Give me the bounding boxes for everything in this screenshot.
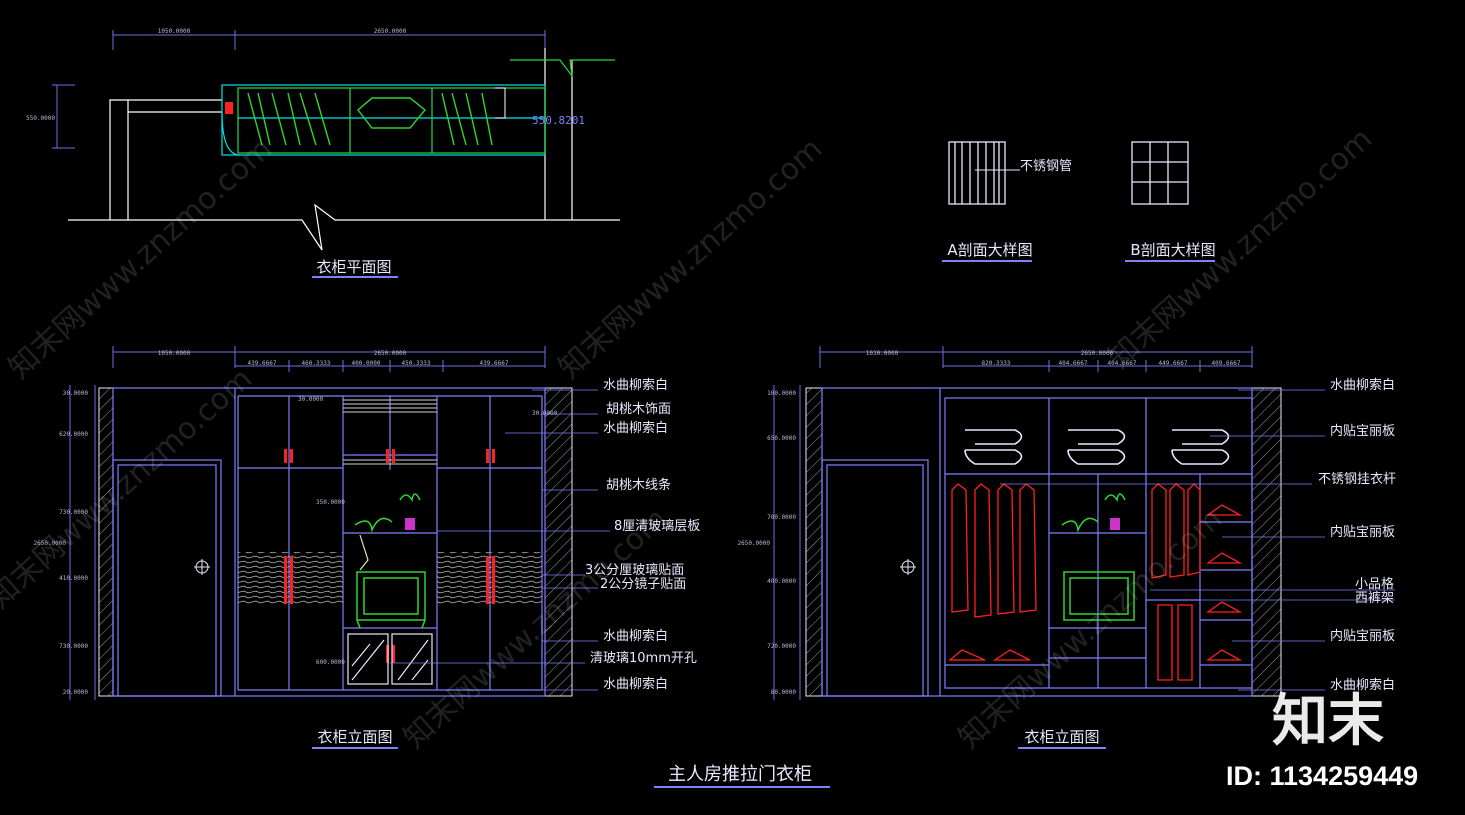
watermark-text: 知末网www.znzmo.com: [0, 361, 259, 616]
left-elevation: 1050.0000 2650.0000 439.6667 460.3333 40…: [33, 346, 700, 749]
left-sub-dim-4: 450.3333: [402, 360, 431, 367]
right-annot-1: 水曲柳索白: [1330, 377, 1395, 393]
left-side-dim-5: 410.0000: [59, 575, 88, 582]
left-sub-dim-1: 439.6667: [248, 360, 277, 367]
left-side-dim-3: 730.0000: [59, 509, 88, 516]
left-sub-dim-3: 400.0000: [352, 360, 381, 367]
left-annot-5: 8厘清玻璃层板: [614, 519, 700, 534]
plan-dim-side: 550.0000: [26, 115, 55, 122]
right-annot-4: 内贴宝丽板: [1330, 524, 1395, 540]
image-id-label: ID: 1134259449: [1226, 761, 1418, 791]
right-sub-dim-2: 404.6667: [1059, 360, 1088, 367]
left-top-dim-2: 2650.0000: [374, 350, 407, 357]
left-annot-4: 胡桃木线条: [606, 477, 671, 493]
left-elev-title: 衣柜立面图: [317, 728, 392, 746]
right-elev-title: 衣柜立面图: [1024, 728, 1099, 746]
left-annot-6: 3公分厘玻璃贴面: [585, 563, 684, 578]
left-side-dim-6: 730.0000: [59, 643, 88, 650]
watermark-text: 知末网www.znzmo.com: [552, 131, 829, 386]
steel-tube-label: 不锈钢管: [1020, 159, 1072, 174]
right-annot-8: 水曲柳索白: [1330, 677, 1395, 693]
plan-dim-top-right: 2650.0000: [374, 28, 407, 35]
right-side-dim-3: 700.0000: [767, 514, 796, 521]
section-details: 不锈钢管 A剖面大样图 B剖面大样图: [942, 141, 1216, 262]
right-side-dim-1: 100.0000: [767, 390, 796, 397]
right-side-dim-6: 720.0000: [767, 643, 796, 650]
plan-dim-inner: 550.8201: [532, 114, 585, 127]
left-side-dim-4: 2650.0000: [33, 540, 66, 547]
right-side-dim-5: 400.0000: [767, 578, 796, 585]
left-inner-dim-1: 30.0000: [298, 396, 324, 403]
left-annot-7: 2公分镜子贴面: [600, 577, 686, 592]
watermark-text: 知末网www.znzmo.com: [952, 501, 1229, 756]
right-annot-5: 小品格: [1355, 576, 1394, 592]
right-annot-3: 不锈钢挂衣杆: [1318, 471, 1396, 487]
left-side-dim-1: 30.0000: [63, 390, 89, 397]
left-annot-9: 清玻璃10mm开孔: [590, 651, 697, 666]
left-annot-10: 水曲柳索白: [603, 676, 668, 692]
right-sub-dim-1: 820.3333: [982, 360, 1011, 367]
section-a-title: A剖面大样图: [947, 241, 1032, 259]
left-top-dim-1: 1050.0000: [158, 350, 191, 357]
right-top-dim-2: 2650.0000: [1081, 350, 1114, 357]
right-annot-7: 内贴宝丽板: [1330, 628, 1395, 644]
left-side-dim-2: 620.0000: [59, 431, 88, 438]
left-annot-1: 水曲柳索白: [603, 377, 668, 393]
plan-dim-top-left: 1050.0000: [158, 28, 191, 35]
main-title: 主人房推拉门衣柜: [668, 764, 812, 785]
watermark-text: 知末网www.znzmo.com: [2, 131, 279, 386]
left-sub-dim-2: 460.3333: [302, 360, 331, 367]
right-side-dim-4: 2650.0000: [737, 540, 770, 547]
right-annot-6: 西裤架: [1355, 591, 1394, 606]
right-side-dim-7: 80.0000: [771, 689, 797, 696]
right-annot-2: 内贴宝丽板: [1330, 423, 1395, 439]
right-side-dim-2: 650.0000: [767, 435, 796, 442]
left-side-dim-7: 20.0000: [63, 689, 89, 696]
left-annot-2: 胡桃木饰面: [606, 402, 671, 417]
plan-view: 1050.0000 2650.0000 550.0000: [26, 28, 620, 278]
plan-title: 衣柜平面图: [316, 258, 391, 276]
right-sub-dim-3: 404.6667: [1108, 360, 1137, 367]
brand-logo: 知末: [1272, 689, 1384, 754]
right-sub-dim-5: 409.6667: [1212, 360, 1241, 367]
left-sub-dim-5: 439.6667: [480, 360, 509, 367]
left-annot-3: 水曲柳索白: [603, 420, 668, 436]
left-inner-dim-3: 600.0000: [316, 659, 345, 666]
right-sub-dim-4: 449.6667: [1159, 360, 1188, 367]
section-b-title: B剖面大样图: [1130, 241, 1215, 259]
right-elevation: 1030.0000 2650.0000 820.3333 404.6667 40…: [737, 346, 1396, 749]
left-inner-dim-2: 350.0000: [316, 499, 345, 506]
right-top-dim-1: 1030.0000: [866, 350, 899, 357]
left-annot-8: 水曲柳索白: [603, 628, 668, 644]
left-inner-dim-4: 30.0000: [532, 410, 558, 417]
